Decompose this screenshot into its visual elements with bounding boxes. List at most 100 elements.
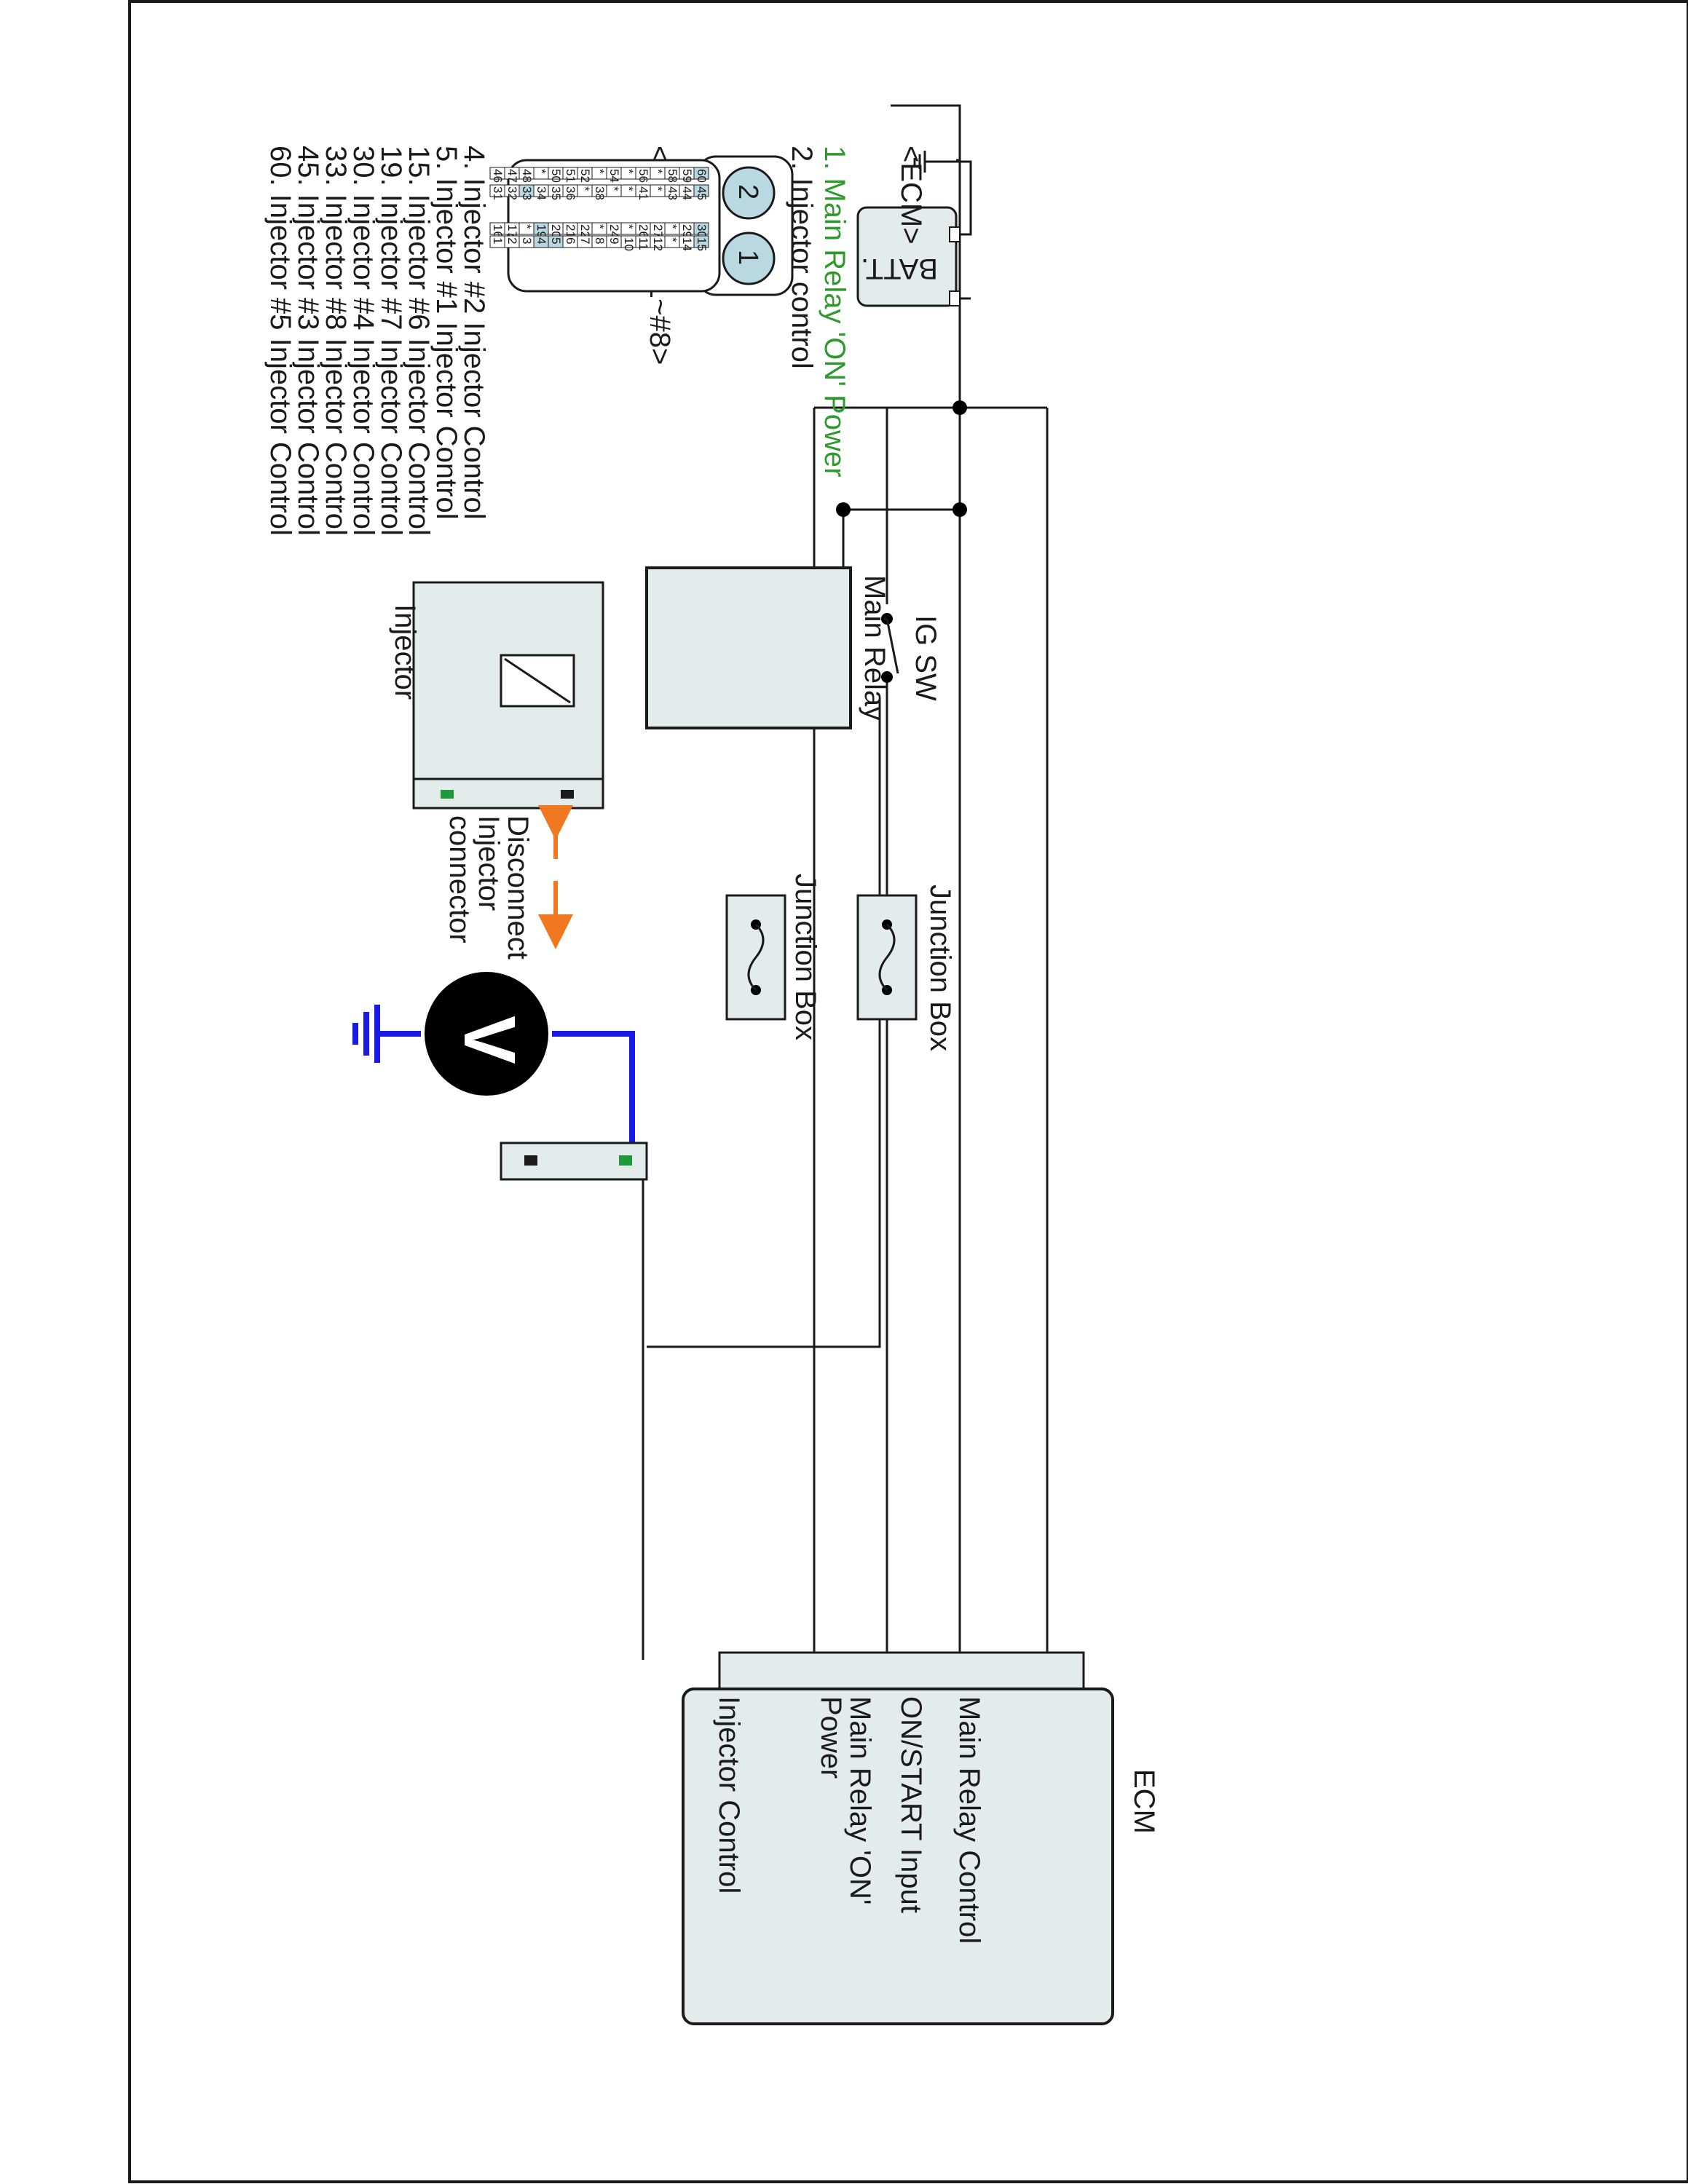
ecm-pin-number: 24 <box>607 224 621 238</box>
injector-pin-1-desc: 1. Main Relay 'ON' Power <box>819 146 851 477</box>
ig-switch-label: IG SW <box>910 615 942 701</box>
ecm-pin-cell <box>489 184 505 197</box>
wiring <box>642 104 1049 1660</box>
ecm-pin-number: 31 <box>491 186 505 200</box>
ecm-pin-desc: 60. Injector #5 Injector Control <box>264 146 296 536</box>
ecm-pin-number: 47 <box>505 169 519 183</box>
battery: BATT. <box>856 160 972 307</box>
junction-box-2: Junction Box <box>725 874 821 1040</box>
ecm-pin-number: * <box>622 224 636 229</box>
ig-switch: IG SW <box>865 604 942 701</box>
ecm-pin-number: 17 <box>505 224 519 238</box>
ecm-pin-number: 56 <box>636 169 650 183</box>
ecm-pin-number: 19 <box>535 224 548 238</box>
ecm-connector-title: <ECM> <box>895 146 927 245</box>
ecm-pin-desc: 19. Injector #7 Injector Control <box>375 146 407 536</box>
ecm-pin-number: 52 <box>578 169 592 183</box>
ecm-pin-number: 60 <box>695 169 709 183</box>
ecm-pin-number: 10 <box>622 237 636 251</box>
ecm-pin-number: 15 <box>695 237 709 251</box>
ecm-pin-number: 50 <box>549 169 563 183</box>
ecm-pin-number: * <box>593 224 607 229</box>
voltmeter: V <box>425 972 548 1096</box>
ecm-pin-number: 45 <box>695 186 709 200</box>
ecm-pin-number: 26 <box>636 224 650 238</box>
ecm-pin-number: * <box>651 169 665 174</box>
disconnect-note-line2: Injector <box>473 815 505 911</box>
ecm-pin-on-start: ON/START Input <box>895 1696 927 1913</box>
ecm-pin-desc: 15. Injector #6 Injector Control <box>403 146 435 536</box>
ecm-pin-number: 4 <box>535 237 548 244</box>
ecm-pin-number: 32 <box>505 186 519 200</box>
injector-label: Injector <box>389 604 421 700</box>
ecm-pin-number: 48 <box>520 169 534 183</box>
ecm-pin-number: * <box>607 186 621 191</box>
battery-ground-icon <box>913 151 938 173</box>
ecm-pin-number: 41 <box>636 186 650 200</box>
ecm-pin-number: 7 <box>578 237 592 244</box>
disconnect-note: Disconnect Injector connector <box>443 805 573 960</box>
battery-label: BATT. <box>861 253 938 285</box>
ecm-pin-number: * <box>622 169 636 174</box>
ecm-pin-number: 43 <box>666 186 679 200</box>
ecm-pin-number: 36 <box>564 186 577 200</box>
ecm-pin-number: 58 <box>666 169 679 183</box>
injector-connector-pin-2: 2 <box>733 184 763 199</box>
ecm-pin-number: * <box>622 186 636 191</box>
injector-pin-2-desc: 2. Injector control <box>786 146 818 369</box>
main-relay-label: Main Relay <box>859 575 891 721</box>
ecm-pin-number: 30 <box>695 224 709 238</box>
ecm-pin-number: 33 <box>520 186 534 200</box>
ecm-pin-cell <box>489 222 505 235</box>
ecm-pin-number: 11 <box>636 237 650 250</box>
disconnect-note-line3: connector <box>443 815 476 943</box>
junction-dots <box>836 400 967 517</box>
ecm-pin-number: 14 <box>680 237 694 251</box>
ecm-pin-desc: 33. Injector #8 Injector Control <box>320 146 352 536</box>
main-relay: Main Relay <box>645 566 891 729</box>
ecm-pin-number: 5 <box>549 237 563 244</box>
ecm-pin-number: 46 <box>491 169 505 183</box>
ecm-pin-injector-control: Injector Control <box>713 1696 745 1894</box>
ecm-pin-number: 8 <box>593 237 607 244</box>
ecm-pin-number: 44 <box>680 186 694 200</box>
junction-box-1: Junction Box <box>856 885 956 1051</box>
ecm-pin-number: * <box>520 224 534 229</box>
test-connector <box>500 1142 648 1181</box>
ecm-pin-number: * <box>578 186 592 191</box>
ecm-pin-relay-power-1: Main Relay 'ON' <box>844 1696 876 1904</box>
ecm-label: ECM <box>1128 1769 1160 1834</box>
ecm-pin-number: 51 <box>564 169 577 183</box>
ecm-pin-number: 6 <box>564 237 577 244</box>
injector: Injector <box>389 581 604 810</box>
ecm-pin-desc: 5. Injector #1 Injector Control <box>430 146 462 520</box>
ecm-pin-number: 34 <box>535 186 548 200</box>
junction-box-2-label: Junction Box <box>789 874 821 1040</box>
ecm-pin-number: 54 <box>607 169 621 183</box>
ecm-pin-number: * <box>666 237 679 242</box>
ecm-pin-relay-power-2: Power <box>815 1696 847 1779</box>
diagram-border <box>128 0 1688 2183</box>
ecm-pin-cell <box>489 235 505 248</box>
ecm-pin-number: * <box>651 186 665 191</box>
ecm-pin-number: 29 <box>680 224 694 238</box>
injector-connector-pin-1: 1 <box>733 250 763 265</box>
ecm-pin-number: * <box>535 169 548 174</box>
ecm-pin-number: 27 <box>651 224 665 238</box>
ecm-pin-number: 38 <box>593 186 607 200</box>
ecm-pin-number: 2 <box>505 237 519 244</box>
ecm-pin-number: 22 <box>578 224 592 238</box>
ecm-pin-relay-control: Main Relay Control <box>953 1696 985 1944</box>
ecm-pin-desc: 4. Injector #2 Injector Control <box>458 146 490 520</box>
ecm-pin-cell <box>489 167 505 180</box>
ecm-pin-number: 12 <box>651 237 665 251</box>
junction-box-1-label: Junction Box <box>924 885 956 1051</box>
ecm-pin-number: * <box>593 169 607 174</box>
ecm-pin-number: 21 <box>564 224 577 238</box>
ecm-pin-desc: 30. Injector #4 Injector Control <box>347 146 379 536</box>
ecm-pin-number: 16 <box>491 224 505 238</box>
ecm-pin-number: 59 <box>680 169 694 183</box>
